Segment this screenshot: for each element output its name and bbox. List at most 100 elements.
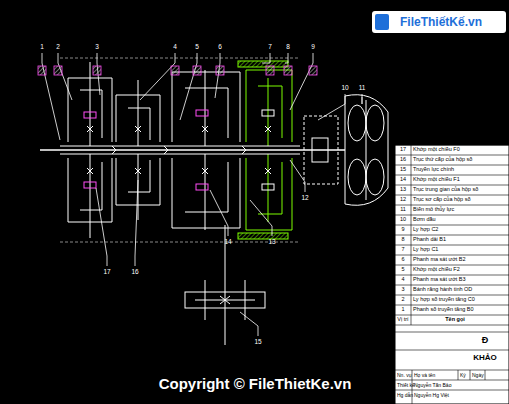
table-rule xyxy=(395,195,509,196)
leader-line xyxy=(290,53,313,110)
table-rule xyxy=(485,370,486,380)
title-block-heading: KHẢO xyxy=(473,354,497,362)
callout-number: 12 xyxy=(301,195,308,202)
table-rule xyxy=(395,215,509,216)
callout-number: 3 xyxy=(95,44,99,51)
torque-converter xyxy=(304,95,388,206)
title-block-cell: Nguyễn Tấn Bảo xyxy=(414,383,451,388)
gear-train xyxy=(60,58,300,146)
table-cell: 4 xyxy=(401,277,404,283)
table-cell: Ly hợp số truyền tăng C0 xyxy=(413,297,475,303)
table-cell: 6 xyxy=(401,257,404,263)
watermark-logo: FileThiếtKế.vn xyxy=(400,16,482,28)
title-block-heading: Đ xyxy=(482,336,489,345)
callout-number: 15 xyxy=(254,339,261,346)
callout-number: 5 xyxy=(195,44,199,51)
table-cell: Phanh ma sát ướt B2 xyxy=(413,257,466,263)
logo-icon xyxy=(375,14,389,30)
leader-line xyxy=(215,53,220,98)
table-cell: 1 xyxy=(401,307,404,313)
callout-number: 6 xyxy=(218,44,222,51)
table-rule xyxy=(395,295,509,296)
title-block-cell: Nguyễn Hg Việt xyxy=(414,393,449,398)
table-cell: Ly hợp C1 xyxy=(413,247,438,253)
table-rule xyxy=(458,370,459,380)
table-cell: Phanh số truyền tăng B0 xyxy=(413,307,474,313)
title-block-cell: Thiết kế xyxy=(397,383,415,388)
table-header: Tên gọi xyxy=(445,317,465,323)
leader-lines xyxy=(38,53,362,336)
table-rule xyxy=(395,325,509,326)
table-rule xyxy=(395,265,509,266)
table-cell: 12 xyxy=(400,197,406,203)
leader-line xyxy=(210,190,228,236)
element-symbol xyxy=(216,66,224,75)
element-symbol xyxy=(266,66,274,75)
table-cell: 3 xyxy=(401,287,404,293)
callout-number: 10 xyxy=(341,85,348,92)
element-symbol xyxy=(38,66,46,75)
leader-line xyxy=(285,53,288,63)
table-cell: Bơm dầu xyxy=(413,217,436,223)
table-cell: Khớp một chiều F1 xyxy=(413,177,460,183)
table-cell: Biến mô thủy lực xyxy=(413,207,454,213)
logo-ground xyxy=(372,11,506,33)
table-cell: 15 xyxy=(400,167,406,173)
table-rule xyxy=(395,155,509,156)
element-symbol xyxy=(193,66,201,75)
leader-line xyxy=(262,53,270,63)
callout-number: 14 xyxy=(224,239,231,246)
leader-line xyxy=(290,160,305,192)
table-cell: 5 xyxy=(401,267,404,273)
table-cell: Phanh dải B1 xyxy=(413,237,446,243)
element-symbol xyxy=(309,66,317,75)
table-cell: 13 xyxy=(400,187,406,193)
table-cell: Phanh ma sát ướt B3 xyxy=(413,277,466,283)
leader-line xyxy=(58,53,72,100)
table-rule xyxy=(411,145,412,325)
table-cell: Khớp một chiều F2 xyxy=(413,267,460,273)
callout-number: 7 xyxy=(268,44,272,51)
table-header: Vị trí xyxy=(397,317,408,323)
table-cell: Ly hợp C2 xyxy=(413,227,438,233)
table-rule xyxy=(395,315,509,316)
table-cell: 2 xyxy=(401,297,404,303)
element-symbol xyxy=(284,66,292,75)
table-rule xyxy=(395,285,509,286)
callout-number: 17 xyxy=(103,269,110,276)
band-brake xyxy=(238,61,288,67)
table-rule xyxy=(395,205,509,206)
table-cell: 17 xyxy=(400,147,406,153)
table-rule xyxy=(395,305,509,306)
table-rule xyxy=(395,350,509,351)
shafts xyxy=(40,146,345,154)
callout-number: 13 xyxy=(268,239,275,246)
table-rule xyxy=(395,165,509,166)
table-cell: Khớp một chiều F0 xyxy=(413,147,460,153)
leader-line xyxy=(318,94,345,120)
element-symbol xyxy=(54,66,62,75)
callout-number: 8 xyxy=(286,44,290,51)
element-symbol xyxy=(93,66,101,75)
callout-number: 2 xyxy=(56,44,60,51)
table-rule xyxy=(395,235,509,236)
table-cell: Trục sơ cấp của hộp số xyxy=(413,197,471,203)
table-rule xyxy=(395,145,509,146)
title-block-cell: Hg dẫn xyxy=(397,393,413,398)
table-cell: 14 xyxy=(400,177,406,183)
table-rule xyxy=(395,245,509,246)
table-cell: 11 xyxy=(400,207,406,213)
table-rule xyxy=(470,370,471,380)
leader-line xyxy=(362,94,363,104)
band-brake xyxy=(238,233,288,239)
table-cell: 8 xyxy=(401,237,404,243)
element-symbol xyxy=(171,66,179,75)
leader-line xyxy=(140,53,175,100)
callout-number: 16 xyxy=(131,269,138,276)
final-drive xyxy=(185,225,265,345)
leader-line xyxy=(180,53,197,120)
table-cell: 9 xyxy=(401,227,404,233)
title-block-cell: Ngày xyxy=(472,373,484,378)
table-rule xyxy=(395,185,509,186)
table-cell: Trục trung gian của hộp số xyxy=(413,187,478,193)
